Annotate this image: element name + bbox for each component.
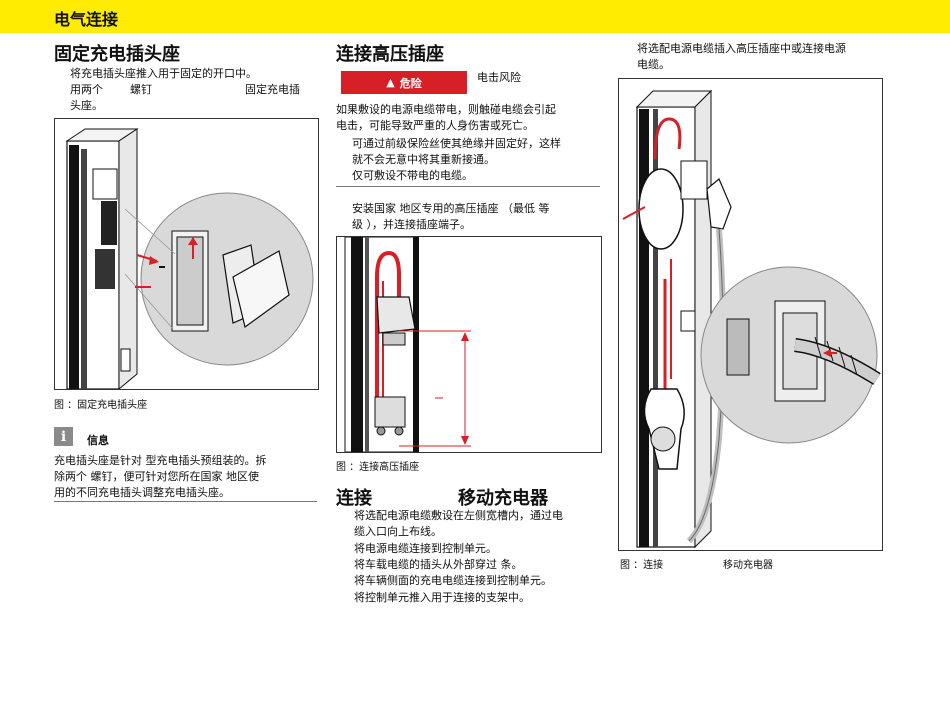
step-list-item: 将车载电缆的插头从外部穿过 条。 (354, 558, 523, 571)
warning-text-line1: 如果敷设的电源电缆带电，则触碰电缆会引起 (336, 103, 556, 116)
illustration-socket-mount (65, 128, 314, 389)
danger-badge: ▲ 危险 (341, 71, 467, 94)
danger-description: 电击风险 (477, 71, 521, 84)
info-text-line2: 除两个 螺钉，便可针对您所在国家 地区使 (54, 470, 259, 483)
illustration-hv-socket (344, 237, 471, 452)
heading-mobile-charger-a: 连接 (336, 488, 372, 509)
step-screw-a: 用两个 (70, 83, 103, 96)
figure-hv-socket (336, 236, 602, 453)
step-screw-c: 固定充电插 (245, 83, 300, 96)
step-list-item: 将控制单元推入用于连接的支架中。 (354, 591, 530, 604)
info-text-line1: 充电插头座是针对 型充电插头预组装的。拆 (54, 454, 267, 467)
caption-mobile-charger-b: 移动充电器 (723, 560, 773, 571)
caption-hv-socket: 图 ：连接高压插座 (336, 462, 420, 473)
heading-hv-socket: 连接高压插座 (336, 44, 444, 65)
info-label: 信息 (87, 434, 109, 447)
measure1-line2: 就不会无意中将其重新接通。 (352, 153, 495, 166)
section-header-bar: 电气连接 (0, 0, 950, 33)
step-push-socket: 将充电插头座推入用于固定的开口中。 (70, 67, 257, 80)
caption-fixed-socket: 图 ：固定充电插头座 (54, 400, 148, 411)
section-title: 电气连接 (54, 10, 119, 29)
step-screw-d: 头座。 (70, 99, 103, 112)
caption-mobile-charger-a: 图 ：连接 (620, 560, 664, 571)
figure-fixed-socket (54, 118, 319, 390)
intro-line2: 电缆。 (637, 58, 670, 71)
step-list-item: 将选配电源电缆敷设在左侧宽槽内，通过电 (354, 509, 563, 522)
intro-line1: 将选配电源电缆插入高压插座中或连接电源 (637, 42, 846, 55)
illustration-mobile-charger (622, 89, 881, 549)
step-screw-b: 螺钉 (130, 83, 152, 96)
info-divider (54, 501, 317, 502)
info-icon: i (54, 427, 73, 446)
measure1-line1: 可通过前级保险丝使其绝缘并固定好，这样 (352, 137, 561, 150)
danger-divider (336, 186, 600, 187)
figure-mobile-charger (618, 78, 883, 551)
step-list-item: 将车辆侧面的充电电缆连接到控制单元。 (354, 574, 552, 587)
measure2: 仅可敷设不带电的电缆。 (352, 169, 473, 182)
heading-mobile-charger-b: 移动充电器 (458, 488, 548, 509)
info-text-line3: 用的不同充电插头调整充电插头座。 (54, 486, 230, 499)
danger-label: 危险 (399, 76, 422, 90)
install-line1: 安装国家 地区专用的高压插座 （最低 等 (352, 202, 550, 215)
step-list-item: 将电源电缆连接到控制单元。 (354, 542, 497, 555)
warning-triangle-icon: ▲ (386, 76, 395, 89)
warning-text-line2: 电击，可能导致严重的人身伤害或死亡。 (336, 119, 534, 132)
step-list-item: 缆入口向上布线。 (354, 525, 442, 538)
heading-fixed-socket: 固定充电插头座 (54, 44, 180, 65)
install-line2: 级 ），并连接插座端子。 (352, 218, 471, 231)
